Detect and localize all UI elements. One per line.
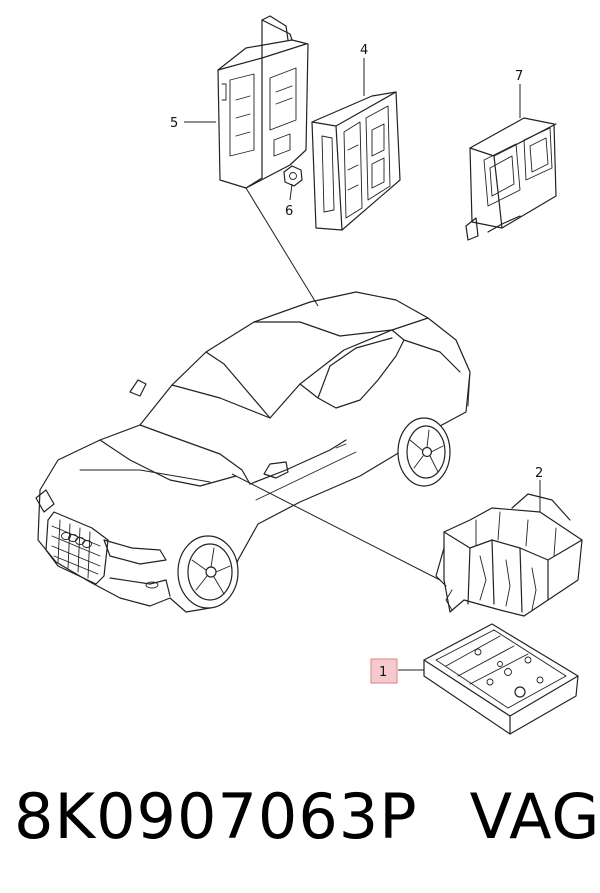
callout-labels: 5 4 7 6 2 1 [170,43,543,684]
callout-2: 2 [535,466,543,481]
parts-diagram: 5 4 7 6 2 1 [35,15,583,735]
leader-lines [184,58,541,671]
car-illustration [35,291,471,613]
part-5-control-module [217,15,309,189]
part-7-bracket [465,117,557,241]
front-wheel [177,535,239,609]
part-6-nut [283,165,303,187]
rear-wheel [397,417,451,487]
part-number: 8K0907063P [14,780,418,853]
part-4-module [311,91,401,231]
callout-1: 1 [379,665,387,680]
part-1-control-unit [423,623,579,735]
part-caption: 8K0907063P VAG [14,780,599,870]
part-2-holder [435,493,583,617]
callout-1-highlight [370,658,398,684]
callout-7: 7 [515,69,523,84]
callout-6: 6 [285,204,293,219]
callout-4: 4 [360,43,368,58]
callout-5: 5 [170,116,178,131]
brand-name: VAG [469,780,600,853]
audi-rings-logo [61,532,92,548]
